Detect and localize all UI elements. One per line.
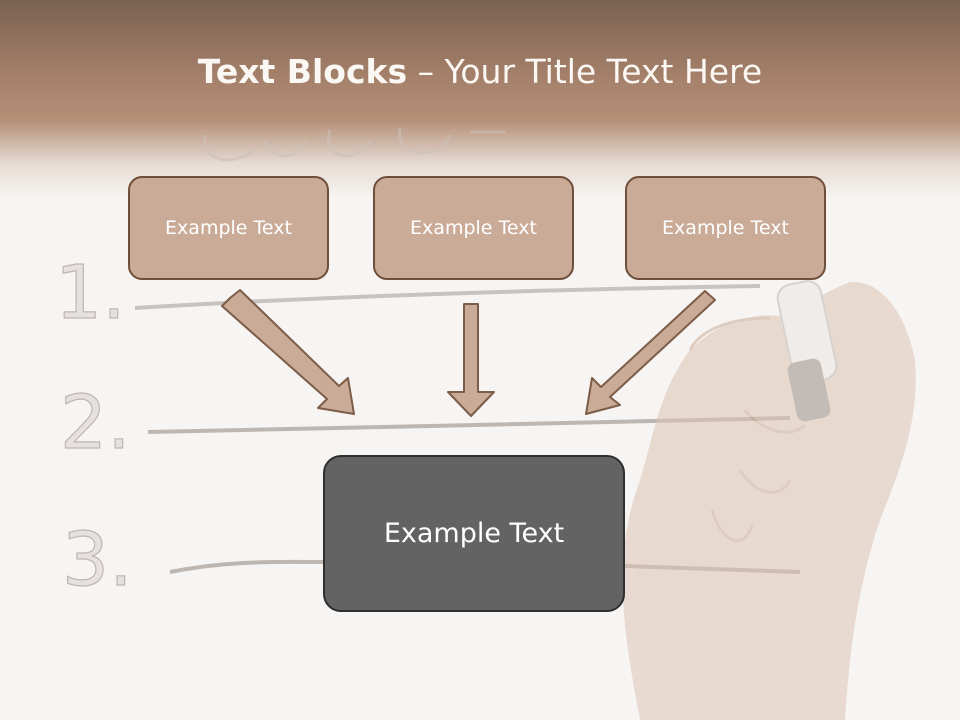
down-arrow-icon (221, 289, 355, 415)
text-block-3[interactable]: Example Text (625, 176, 826, 280)
text-block-2-label: Example Text (410, 217, 537, 239)
down-arrow-icon (585, 290, 716, 415)
title-separator: – (407, 52, 445, 91)
handwriting-2: 2. (60, 380, 131, 466)
handwriting-line-1 (134, 284, 761, 310)
title-bold: Text Blocks (197, 52, 408, 91)
text-block-1-label: Example Text (165, 217, 292, 239)
handwriting-1: 1. (55, 250, 126, 336)
main-text-block[interactable]: Example Text (323, 455, 625, 612)
main-text-block-label: Example Text (383, 518, 565, 549)
title-banner (0, 0, 960, 200)
scribble-decoration (203, 127, 505, 162)
handwriting-3: 3. (62, 517, 133, 603)
handwriting-line-3a (169, 559, 326, 574)
text-block-2[interactable]: Example Text (373, 176, 574, 280)
slide-title: Text Blocks – Your Title Text Here (0, 52, 960, 91)
down-arrow-icon (447, 303, 495, 417)
text-block-1[interactable]: Example Text (128, 176, 329, 280)
text-block-3-label: Example Text (662, 217, 789, 239)
title-rest: Your Title Text Here (444, 52, 763, 91)
hand-holding-marker-image (622, 280, 916, 720)
